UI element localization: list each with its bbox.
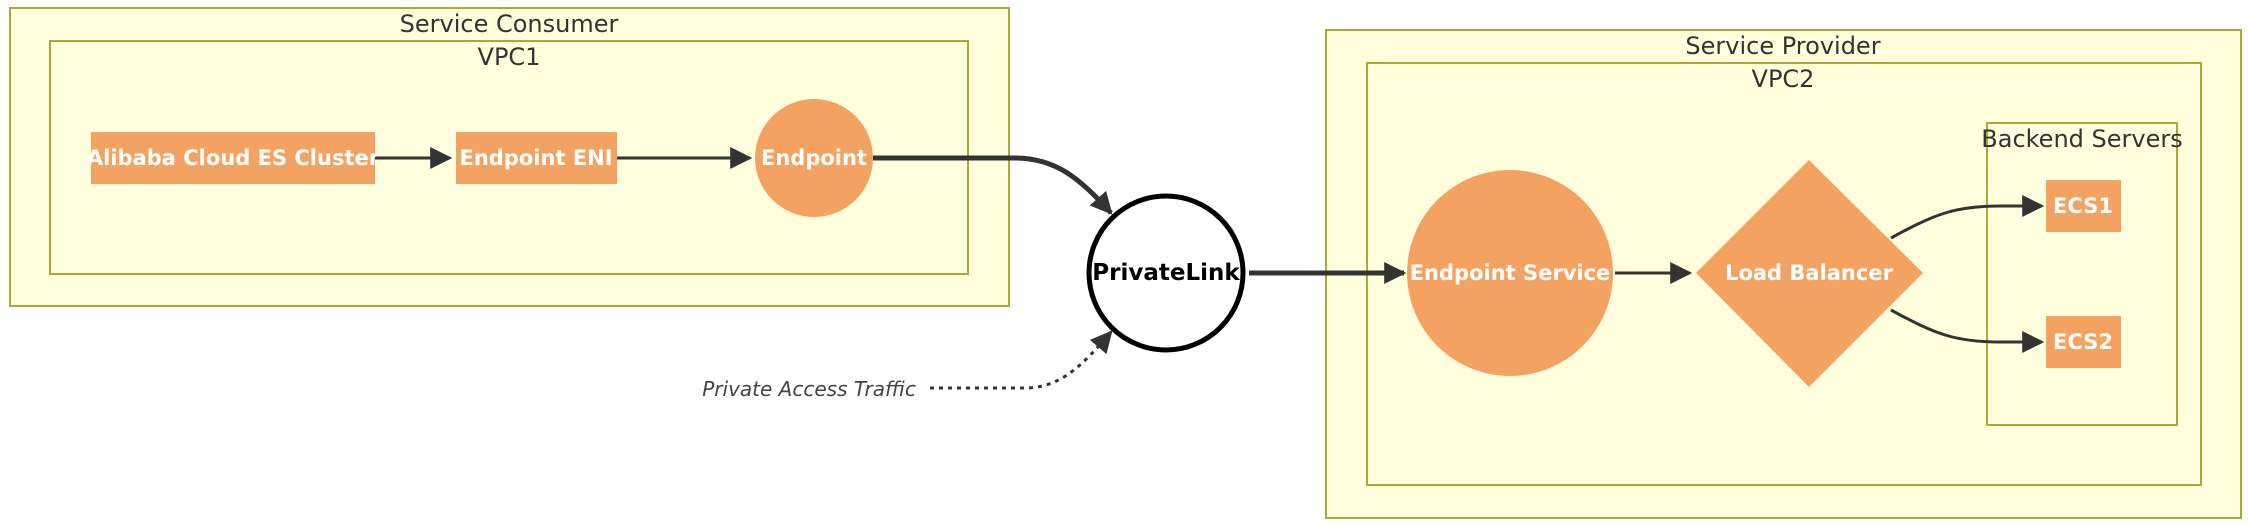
node-privatelink[interactable]: PrivateLink — [1086, 193, 1246, 353]
node-label-endpoint-eni: Endpoint ENI — [459, 146, 612, 170]
node-endpoint[interactable]: Endpoint — [755, 99, 873, 217]
node-label-endpoint-service: Endpoint Service — [1410, 261, 1611, 285]
node-label-load-balancer: Load Balancer — [1725, 261, 1894, 285]
node-label-privatelink: PrivateLink — [1092, 260, 1240, 286]
node-endpoint-eni[interactable]: Endpoint ENI — [456, 132, 617, 184]
traffic-label: Private Access Traffic — [702, 377, 916, 401]
node-label-ecs2: ECS2 — [2053, 330, 2113, 354]
node-es-cluster[interactable]: Alibaba Cloud ES Cluster — [87, 132, 380, 184]
cluster-backend-servers: Backend Servers — [1981, 122, 2183, 426]
node-label-es-cluster: Alibaba Cloud ES Cluster — [87, 146, 380, 170]
cluster-label-vpc2: VPC2 — [1752, 65, 1815, 93]
node-label-ecs1: ECS1 — [2053, 194, 2113, 218]
edge-endpoint-to-privatelink — [873, 155, 1113, 215]
node-endpoint-service[interactable]: Endpoint Service — [1407, 170, 1613, 376]
edges — [375, 147, 2045, 390]
edge-traffic-to-privatelink — [930, 330, 1113, 390]
node-ecs2[interactable]: ECS2 — [2046, 316, 2121, 368]
node-load-balancer[interactable]: Load Balancer — [1696, 160, 1923, 387]
edge-load-balancer-to-ecs2 — [1890, 308, 2045, 353]
cluster-label-service-provider: Service Provider — [1685, 32, 1880, 60]
cluster-label-backend-servers: Backend Servers — [1981, 125, 2182, 153]
edge-load-balancer-to-ecs1 — [1890, 195, 2045, 240]
cluster-label-vpc1: VPC1 — [478, 43, 541, 71]
cluster-label-service-consumer: Service Consumer — [400, 10, 619, 38]
node-ecs1[interactable]: ECS1 — [2046, 180, 2121, 232]
node-label-endpoint: Endpoint — [761, 146, 867, 170]
